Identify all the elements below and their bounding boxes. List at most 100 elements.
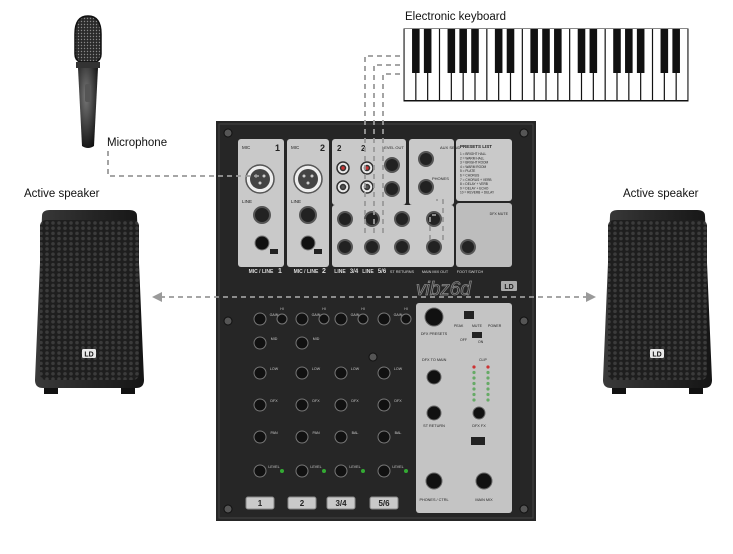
channel-knob[interactable] bbox=[334, 398, 348, 412]
channel-knob[interactable] bbox=[253, 464, 267, 478]
input-number-3: 3/4 bbox=[350, 269, 359, 275]
meter-led bbox=[472, 365, 476, 369]
knob-label: DFX bbox=[394, 399, 402, 403]
black-key bbox=[672, 29, 680, 73]
knob-label: LEVEL bbox=[310, 465, 321, 469]
svg-text:2: 2 bbox=[337, 144, 342, 153]
input-label-1: MIC / LINE bbox=[249, 269, 274, 275]
preset-item: 5 = PLATE bbox=[460, 169, 475, 173]
keyboard-image bbox=[403, 28, 689, 102]
input-label-5: LINE bbox=[362, 269, 374, 275]
black-key bbox=[530, 29, 538, 73]
channel-knob[interactable] bbox=[334, 312, 348, 326]
black-key bbox=[577, 29, 586, 73]
mic-label-1: MIC bbox=[242, 145, 251, 150]
channel-knob[interactable] bbox=[334, 366, 348, 380]
channel-knob[interactable] bbox=[253, 312, 267, 326]
mute-label: MUTE bbox=[472, 324, 483, 328]
channel-knob[interactable] bbox=[253, 336, 267, 350]
svg-text:2: 2 bbox=[361, 144, 366, 153]
black-key bbox=[494, 29, 503, 73]
channel-button[interactable] bbox=[369, 496, 399, 510]
white-key bbox=[463, 29, 475, 100]
preset-item: 1 = BRIGHT HALL bbox=[460, 152, 486, 156]
black-key bbox=[625, 29, 633, 73]
meter-led bbox=[486, 370, 490, 375]
knob-label: LEVEL bbox=[268, 465, 279, 469]
input-number-1: 1 bbox=[278, 268, 282, 275]
channel-knob[interactable] bbox=[334, 430, 348, 444]
channel-knob[interactable] bbox=[295, 398, 309, 412]
channel-knob[interactable] bbox=[295, 336, 309, 350]
hi-knob[interactable] bbox=[357, 313, 369, 325]
st-returns-label: ST RETURNS bbox=[390, 270, 415, 274]
signal-led bbox=[361, 469, 365, 473]
knob-label: BAL bbox=[395, 431, 402, 435]
channel-knob[interactable] bbox=[334, 464, 348, 478]
preset-item: 8 = DELAY + VERB bbox=[460, 182, 488, 186]
knob-label: GAIN bbox=[270, 313, 279, 317]
hi-label: HI bbox=[322, 307, 325, 311]
channel-knob[interactable] bbox=[377, 464, 391, 478]
preset-item: 6 = CHORUS bbox=[460, 174, 479, 178]
white-key bbox=[499, 29, 510, 100]
white-key bbox=[475, 29, 487, 100]
knob-label: MID bbox=[313, 337, 320, 341]
hi-knob[interactable] bbox=[276, 313, 288, 325]
dfx-fx-label: DFX FX bbox=[472, 424, 486, 428]
knob-label: PAN bbox=[270, 431, 278, 435]
power-label: POWER bbox=[488, 324, 502, 328]
white-key bbox=[593, 29, 605, 100]
microphone-label: Microphone bbox=[107, 137, 168, 149]
channel-button[interactable] bbox=[287, 496, 317, 510]
knob-label: DFX bbox=[351, 399, 359, 403]
black-key bbox=[471, 29, 479, 73]
hi-knob[interactable] bbox=[400, 313, 412, 325]
channel-button[interactable] bbox=[326, 496, 356, 510]
level-out-label: LEVEL OUT bbox=[382, 145, 404, 150]
input-label-3: LINE bbox=[334, 269, 346, 275]
main-mix-label: MAIN MIX bbox=[475, 498, 493, 502]
mixer-logo: LD bbox=[504, 284, 513, 291]
channel-button[interactable] bbox=[245, 496, 275, 510]
channel-knob[interactable] bbox=[377, 366, 391, 380]
white-key bbox=[664, 29, 676, 100]
channel-knob[interactable] bbox=[377, 398, 391, 412]
phones-ctrl-label: PHONES / CTRL bbox=[419, 498, 448, 502]
channel-knob[interactable] bbox=[253, 430, 267, 444]
speaker-right-label: Active speaker bbox=[623, 188, 699, 200]
knob-label: GAIN bbox=[394, 313, 403, 317]
white-key bbox=[558, 29, 570, 100]
white-key bbox=[416, 29, 428, 100]
channel-knob[interactable] bbox=[253, 398, 267, 412]
channel-knob[interactable] bbox=[377, 312, 391, 326]
xlr-input-1[interactable] bbox=[245, 164, 275, 194]
white-key bbox=[428, 29, 439, 100]
preset-item: 3 = BRIGHT ROOM bbox=[460, 161, 489, 165]
meter-led bbox=[486, 398, 490, 402]
channel-knob[interactable] bbox=[295, 312, 309, 326]
input-number-2: 2 bbox=[322, 268, 326, 275]
black-key bbox=[459, 29, 467, 73]
knob-label: LOW bbox=[394, 367, 403, 371]
xlr-input-2[interactable] bbox=[293, 164, 323, 194]
channel-knob[interactable] bbox=[295, 464, 309, 478]
channel-knob[interactable] bbox=[377, 430, 391, 444]
channel-knob[interactable] bbox=[295, 366, 309, 380]
white-key bbox=[570, 29, 581, 100]
line-label-2: LINE bbox=[291, 199, 301, 204]
hi-knob[interactable] bbox=[318, 313, 330, 325]
channel-knob[interactable] bbox=[295, 430, 309, 444]
white-key bbox=[605, 29, 617, 100]
signal-led bbox=[322, 469, 326, 473]
preset-item: 2 = WARM HALL bbox=[460, 156, 484, 160]
knob-label: BAL bbox=[352, 431, 359, 435]
black-key bbox=[554, 29, 562, 73]
knob-label: GAIN bbox=[312, 313, 321, 317]
channel-number-1: 1 bbox=[275, 143, 280, 153]
knob-label: GAIN bbox=[351, 313, 360, 317]
channel-knob[interactable] bbox=[253, 366, 267, 380]
meter-led bbox=[472, 398, 476, 402]
black-key bbox=[412, 29, 420, 73]
